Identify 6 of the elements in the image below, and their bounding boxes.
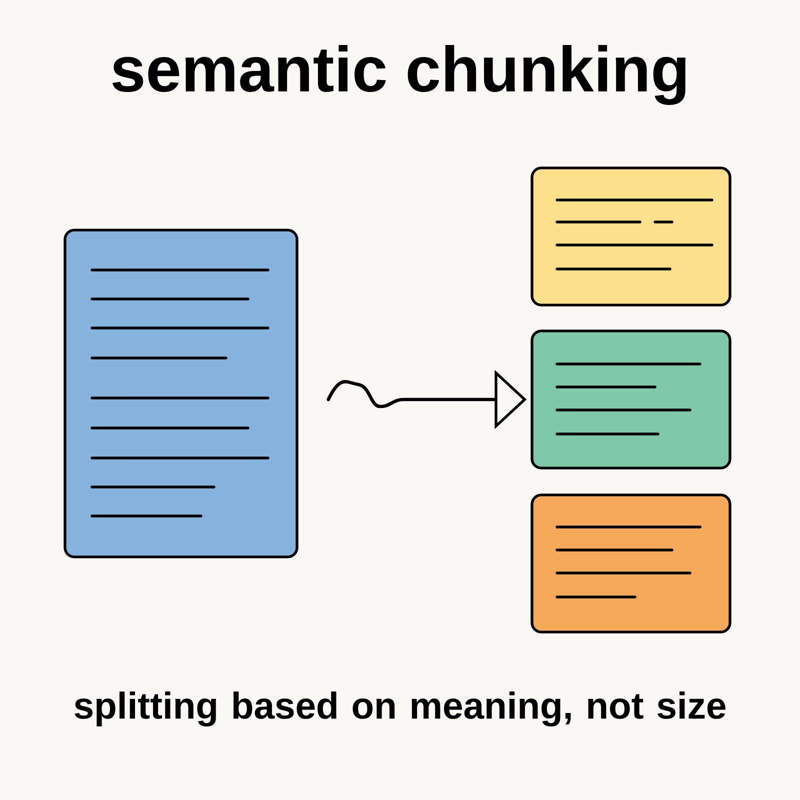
- caption: splitting based on meaning, not size: [74, 692, 726, 726]
- chunk-card: [530, 330, 732, 470]
- chunk-card: [530, 494, 732, 634]
- title: semantic chunking: [112, 45, 686, 105]
- document-card: [64, 228, 298, 558]
- chunk-card: [530, 166, 732, 306]
